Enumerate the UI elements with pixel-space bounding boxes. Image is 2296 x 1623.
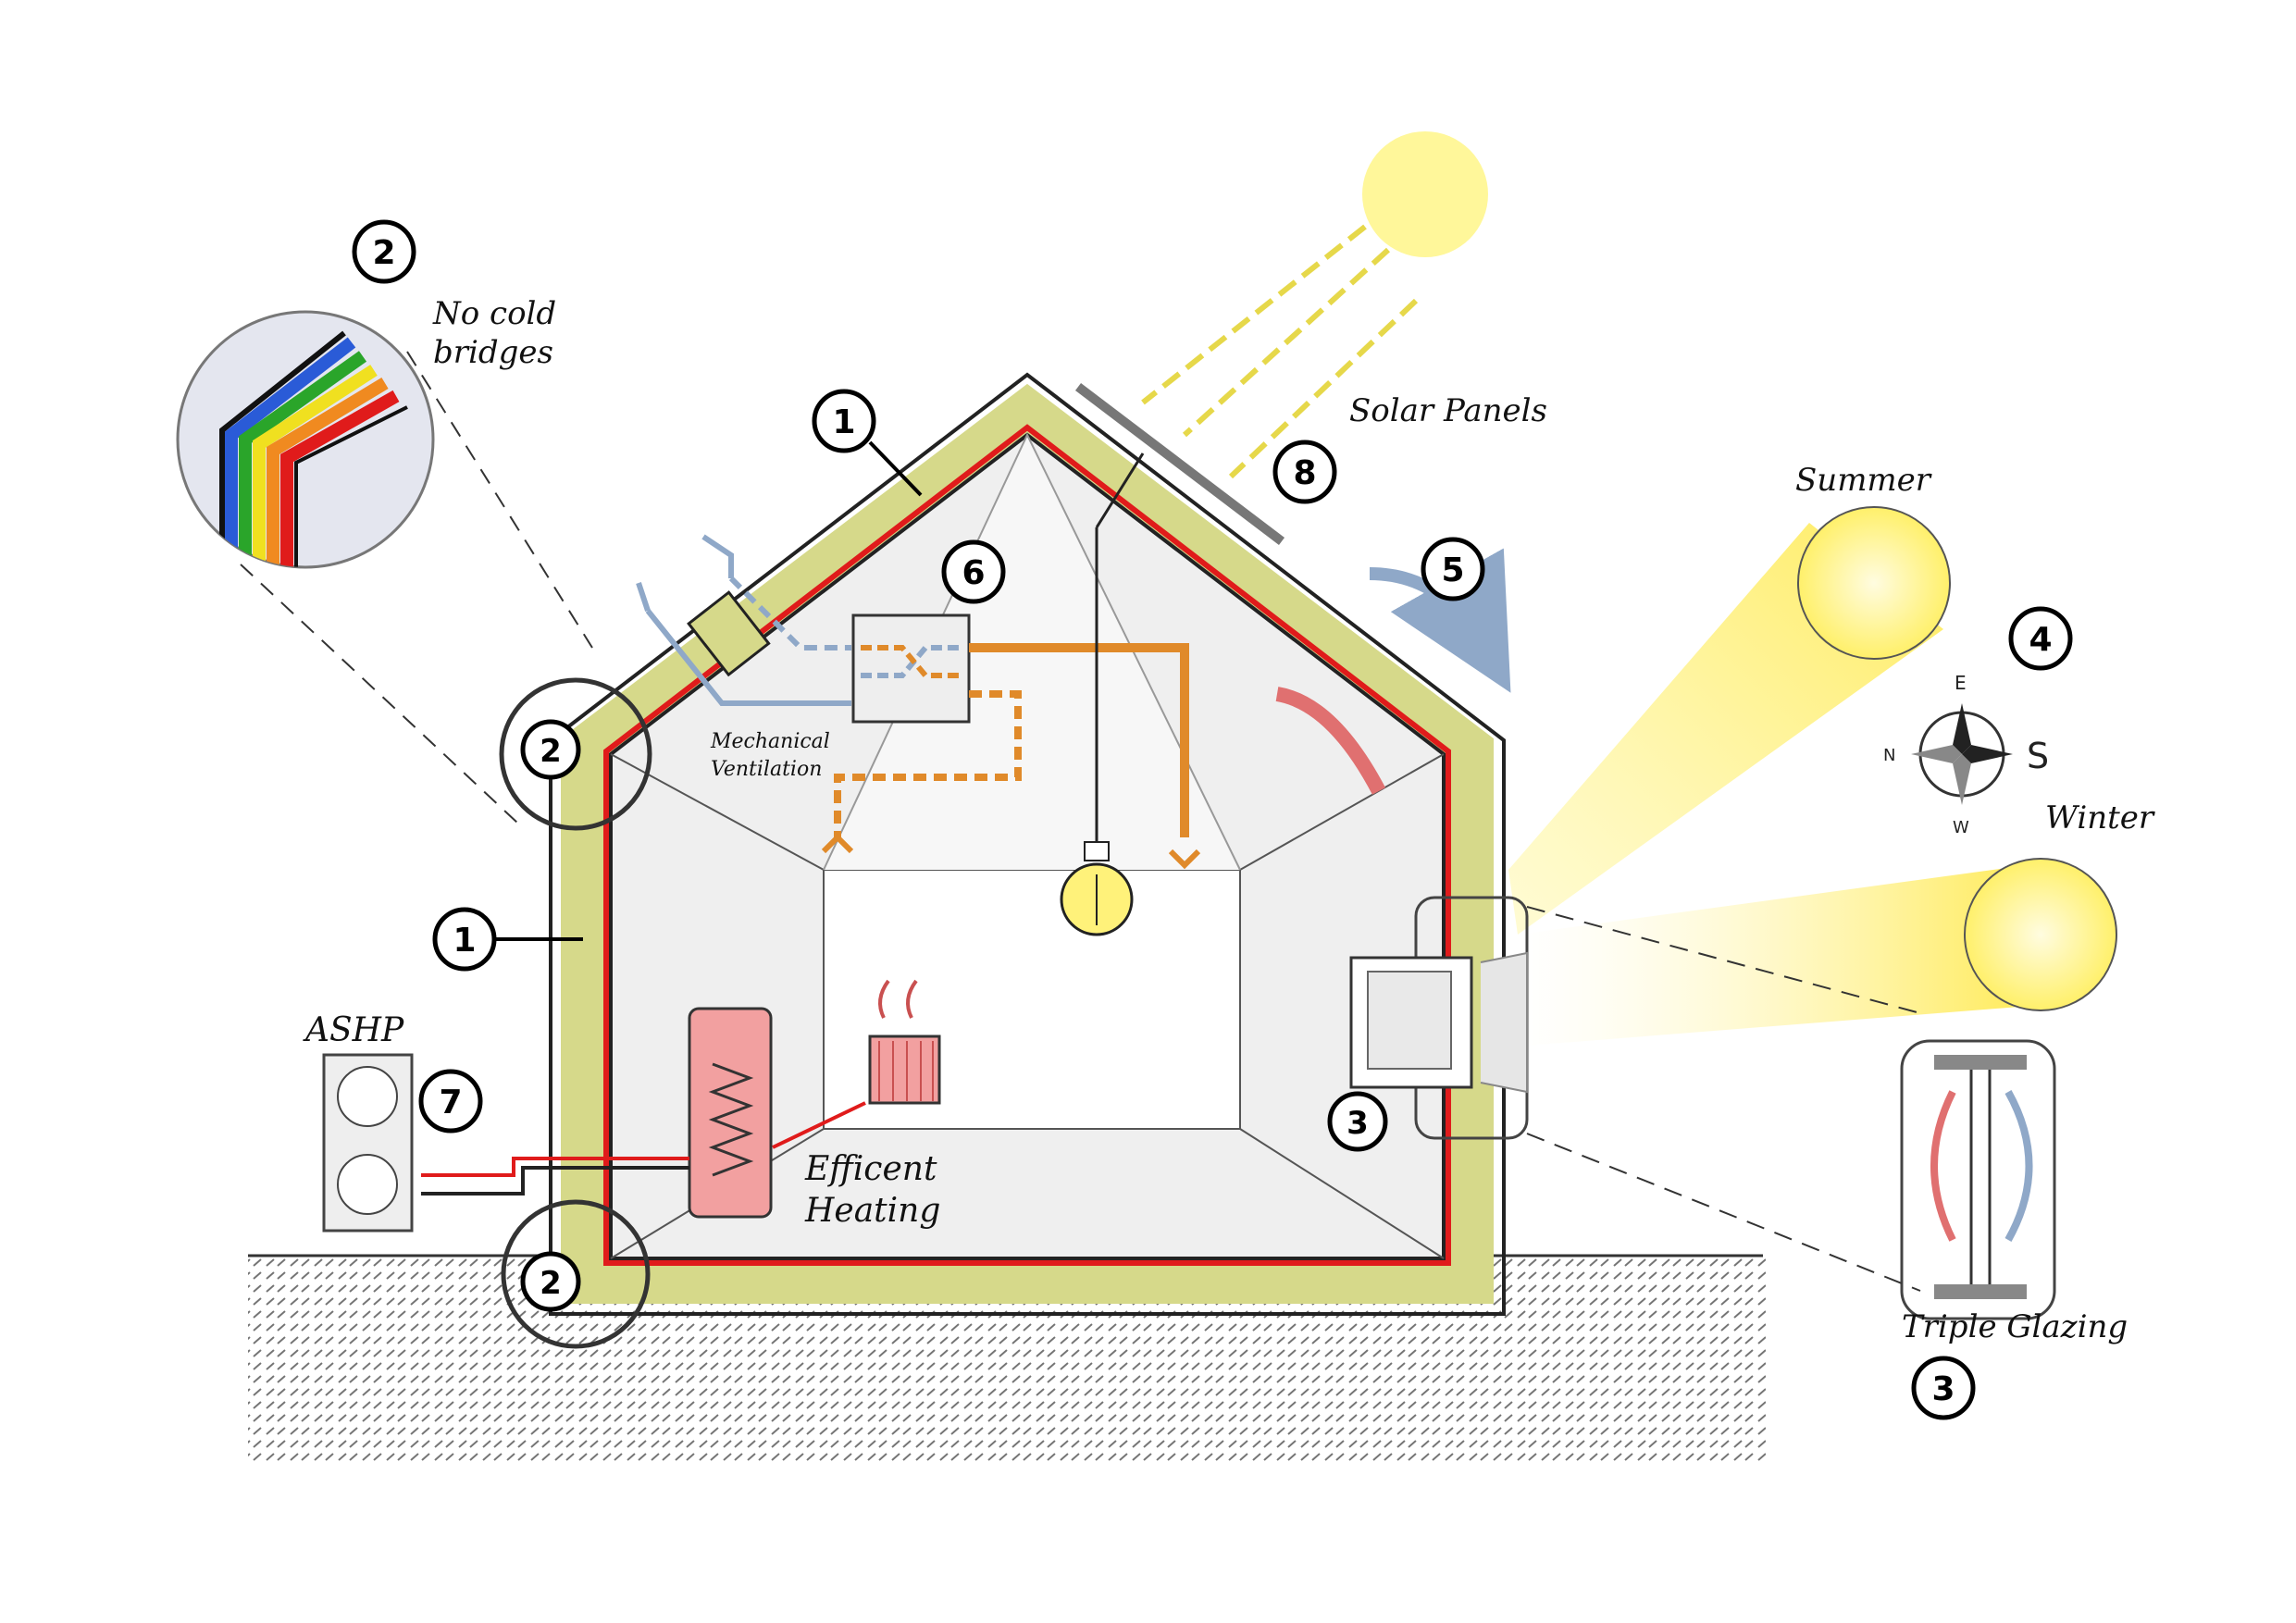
light-bulb-icon [1060, 452, 1145, 936]
roof-vent-ducts [636, 534, 851, 706]
svg-text:2: 2 [372, 234, 395, 272]
triple-glazing-detail [1900, 1039, 2056, 1320]
compass-w-label: W [1953, 818, 1969, 837]
floor-junction-circle [501, 1199, 651, 1349]
cold-bridge-detail [176, 310, 435, 569]
marker-cold-bridge-floor: 2 [520, 1251, 581, 1312]
compass-s-label: S [2027, 736, 2049, 776]
radiator [772, 979, 941, 1149]
svg-text:6: 6 [962, 554, 985, 592]
hot-water-cylinder [688, 1007, 773, 1219]
solar-rays [1141, 224, 1419, 479]
efficient-heating-label-line1: Efficent [804, 1150, 937, 1188]
marker-insulation-roof: 1 [812, 389, 876, 453]
triple-glazing-label: Triple Glazing [1902, 1308, 2128, 1345]
svg-text:8: 8 [1293, 454, 1316, 492]
solar-panel [1074, 383, 1285, 545]
marker-solar: 8 [1272, 440, 1337, 504]
marker-airtightness: 5 [1421, 537, 1485, 601]
svg-text:4: 4 [2029, 621, 2052, 659]
window [1349, 896, 1529, 1140]
solar-panels-label: Solar Panels [1349, 392, 1547, 429]
ashp-unit [322, 1053, 689, 1233]
marker-orientation: 4 [2008, 606, 2073, 671]
mechanical-ventilation-label-line2: Ventilation [711, 758, 822, 781]
winter-sun-beam [1518, 865, 2054, 1046]
warm-air-arrow-icon [1275, 687, 1386, 795]
marker-glazing-detail: 3 [1911, 1356, 1976, 1420]
sun-top-icon [1362, 131, 1488, 257]
winter-label: Winter [2045, 799, 2155, 836]
mvhr-unit [821, 613, 1201, 870]
mechanical-ventilation-label-line1: Mechanical [710, 730, 830, 753]
marker-insulation-wall: 1 [432, 907, 497, 972]
marker-ashp: 7 [418, 1069, 483, 1134]
svg-text:2: 2 [540, 1265, 562, 1302]
svg-text:5: 5 [1441, 551, 1464, 589]
svg-text:2: 2 [540, 733, 562, 770]
compass-e-label: E [1955, 672, 1967, 694]
no-cold-bridges-label-line2: bridges [433, 334, 553, 371]
svg-text:1: 1 [453, 922, 476, 960]
eave-junction-circle [499, 677, 652, 831]
ashp-label: ASHP [303, 1011, 404, 1049]
marker-cold-bridge-detail: 2 [352, 219, 416, 284]
winter-sun-icon [1964, 858, 2117, 1011]
svg-text:3: 3 [1931, 1370, 1955, 1408]
compass-n-label: N [1883, 746, 1895, 765]
summer-sun-icon [1797, 506, 1951, 660]
marker-cold-bridge-eave: 2 [520, 719, 581, 780]
svg-text:1: 1 [832, 403, 855, 441]
svg-text:7: 7 [439, 1084, 462, 1121]
summer-label: Summer [1795, 462, 1932, 499]
svg-text:3: 3 [1347, 1105, 1369, 1142]
marker-glazing-window: 3 [1327, 1091, 1388, 1152]
no-cold-bridges-label-line1: No cold [432, 295, 556, 332]
efficient-heating-label-line2: Heating [804, 1192, 940, 1230]
compass-icon: E W N S [1883, 672, 2049, 837]
marker-mvhr: 6 [941, 539, 1006, 604]
